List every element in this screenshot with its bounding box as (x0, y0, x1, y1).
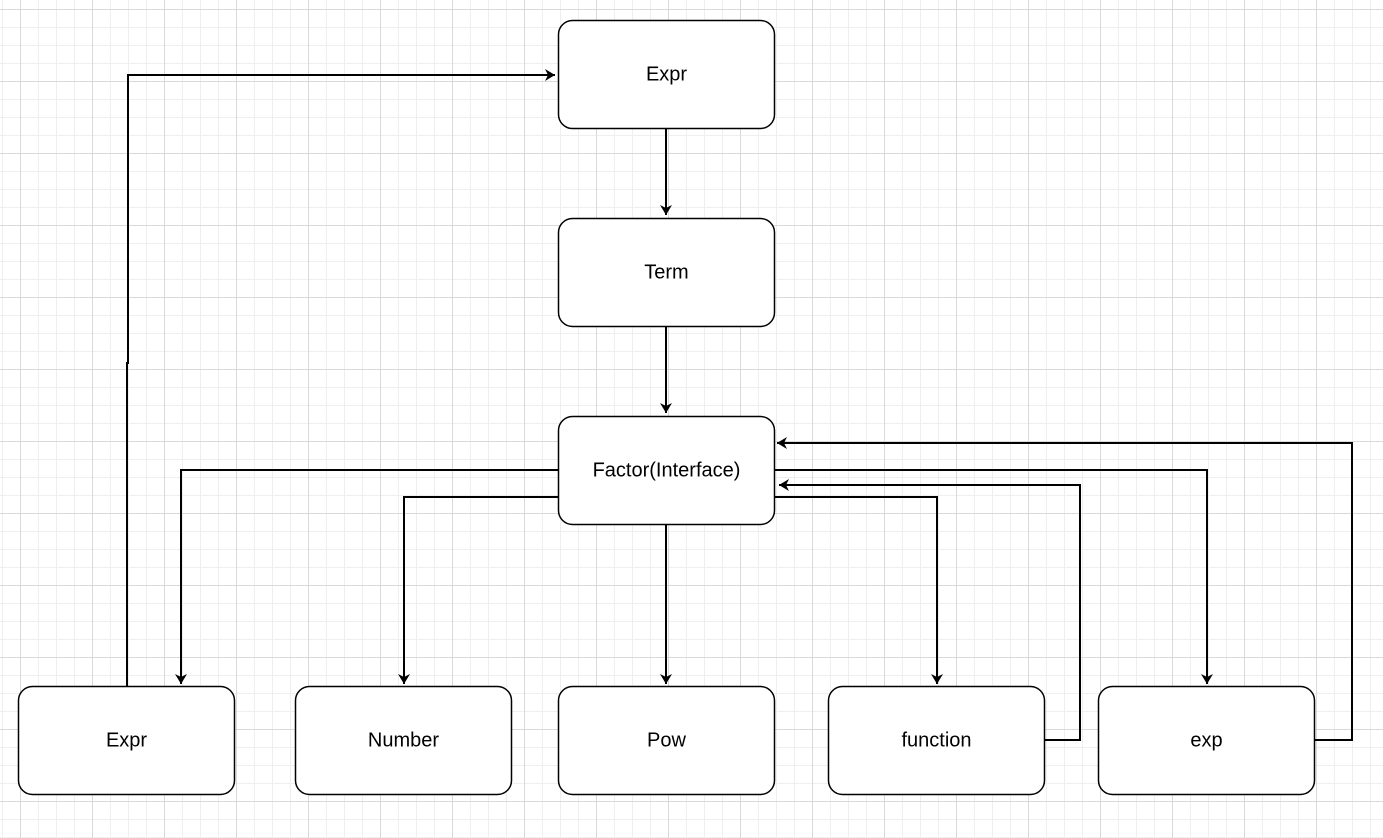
node-factor[interactable]: Factor(Interface) (557, 415, 776, 526)
node-pow[interactable]: Pow (557, 685, 776, 796)
node-factor-label: Factor(Interface) (593, 460, 741, 482)
edge-factor-to-number (398, 496, 558, 684)
node-function[interactable]: function (827, 685, 1046, 796)
node-expr-bottom[interactable]: Expr (17, 685, 236, 796)
node-term-label: Term (644, 262, 688, 284)
node-pow-label: Pow (647, 730, 686, 752)
node-exp-label: exp (1190, 730, 1222, 752)
node-expr-bottom-label: Expr (106, 730, 147, 752)
node-expr-top-label: Expr (646, 64, 687, 86)
node-term[interactable]: Term (557, 217, 776, 328)
edge-function-to-factor (779, 479, 1081, 741)
node-expr-top[interactable]: Expr (557, 19, 776, 130)
edge-factor-to-function (775, 496, 943, 684)
edge-factor-to-exp (775, 469, 1213, 684)
node-number-label: Number (368, 730, 439, 752)
node-function-label: function (901, 730, 971, 752)
node-exp[interactable]: exp (1097, 685, 1316, 796)
edge-exp-to-factor (777, 437, 1353, 741)
edge-expr-bottom-to-expr-top (126, 69, 555, 686)
node-number[interactable]: Number (294, 685, 513, 796)
edge-factor-to-expr-bottom (175, 469, 558, 684)
